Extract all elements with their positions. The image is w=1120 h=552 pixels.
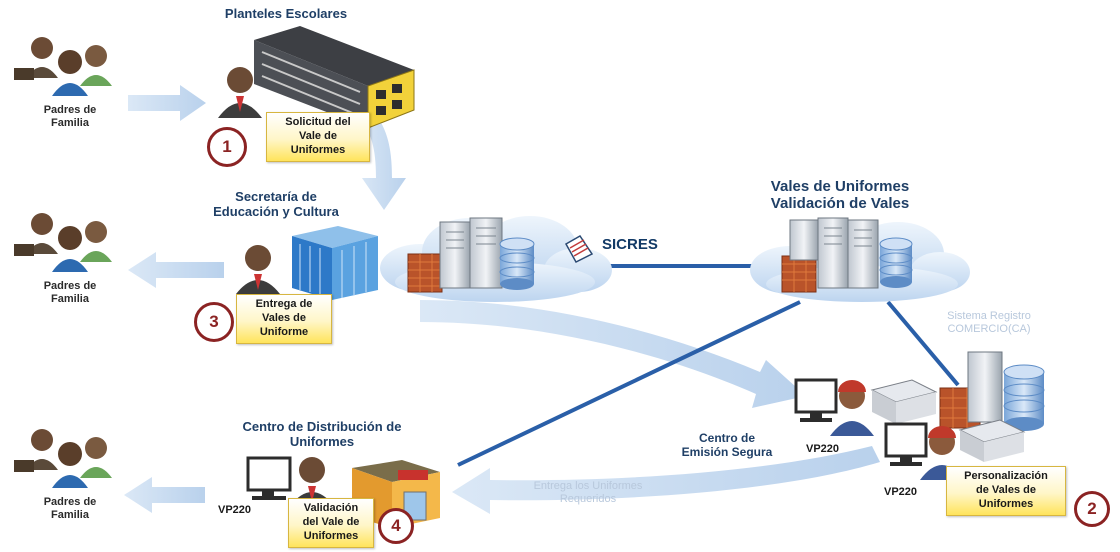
sicres-logo-icon [564,235,594,263]
staff-person-icon [236,245,280,294]
office-building-icon [292,226,378,300]
arrow-parents-to-planteles [128,85,206,121]
computer-monitor-icon [884,422,928,466]
step-badge-2: 2 [1074,491,1110,527]
server-group-sicres [407,217,535,293]
distribucion-faded-note: Entrega los Uniformes Requeridos [533,480,643,506]
distribucion-title: Centro de Distribución de Uniformes [242,419,402,449]
parents-label-1: Padres de Familia [43,104,97,130]
arrow-secretaria-to-parents [128,252,224,288]
planteles-title: Planteles Escolares [224,6,348,21]
computer-monitor-icon [794,378,838,422]
distribucion-step-box: Validación del Vale de Uniformes [288,498,374,548]
server-group-emision [870,351,1045,462]
staff-person-icon [218,67,262,118]
parents-label-3: Padres de Familia [43,496,97,522]
step-badge-3: 3 [194,302,234,342]
parents-group-icon [14,37,112,96]
vales-title: Vales de Uniformes Validación de Vales [770,178,910,213]
vales-faded-note: Sistema Registro COMERCIO(CA) [947,310,1031,336]
computer-monitor-icon [246,456,292,500]
server-group-vales [781,217,913,293]
vp220-label-a: VP220 [806,443,840,455]
school-building-icon [254,26,415,129]
step-badge-1: 1 [207,127,247,167]
vp220-label-c: VP220 [218,504,252,516]
link-vales-to-distribucion [457,300,801,467]
link-vales-to-emision [886,300,960,387]
secretaria-step-box: Entrega de Vales de Uniforme [236,294,332,344]
planteles-step-box: Solicitud del Vale de Uniformes [266,112,370,162]
arrow-distribucion-to-parents [124,477,205,513]
parents-group-icon [14,213,112,272]
secretaria-title: Secretaría de Educación y Cultura [213,189,339,219]
emision-title: Centro de Emisión Segura [681,431,773,459]
sicres-label: SICRES [602,236,658,253]
step-badge-4: 4 [378,508,414,544]
arrow-planteles-to-secretaria [358,110,406,210]
arrow-emision-to-distribucion [452,446,880,514]
emision-step-box: Personalización de Vales de Uniformes [946,466,1066,516]
parents-group-icon [14,429,112,488]
operator-person-icon [830,380,874,436]
parents-label-2: Padres de Familia [43,280,97,306]
arrow-sicres-to-emision [420,300,806,408]
vp220-label-b: VP220 [884,486,918,498]
